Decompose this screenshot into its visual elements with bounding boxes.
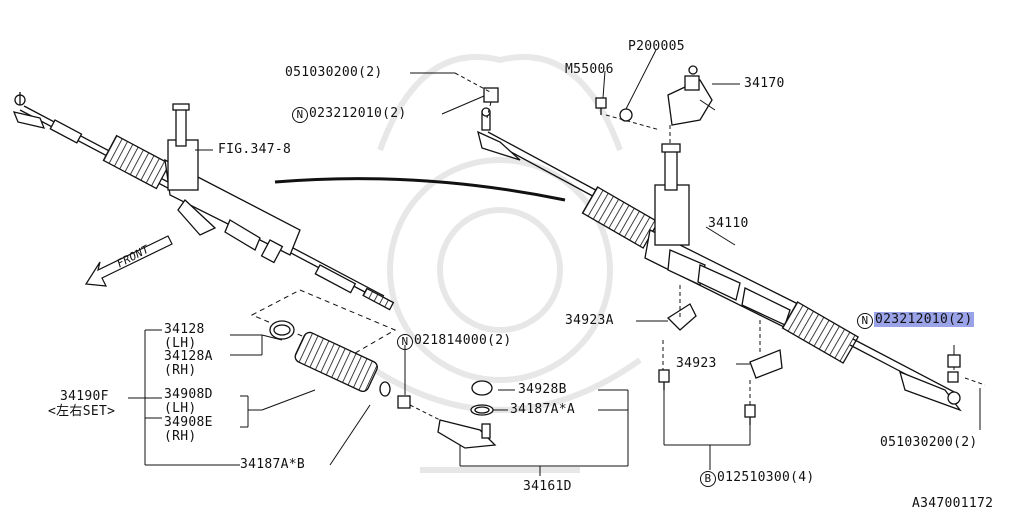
label-ring-b: 34187A*B [240,457,306,472]
circle-n-badge: N [292,107,308,123]
loose-parts [269,320,961,449]
left-rack-assembly [12,92,395,311]
label-clamp-lh-side: (LH) [164,336,197,351]
circle-n-badge: N [857,313,873,329]
label-bracket: 34923 [676,356,717,371]
label-bracket-a: 34923A [565,313,614,328]
label-clamp-rh: 34128A [164,349,213,364]
highlighted-part-number: 023212010(2) [874,312,974,327]
front-arrow-icon [84,235,173,287]
label-fig-ref: FIG.347-8 [218,142,292,157]
label-boot-rh-side: (RH) [164,429,197,444]
label-boot-lh-side: (LH) [164,401,197,416]
figure-id: A347001172 [912,496,994,511]
label-bolt-top-left: 051030200(2) [285,65,383,80]
leader-swoosh [274,177,566,202]
label-boot-set: 34190F [60,389,109,404]
label-cap: 34928B [518,382,567,397]
label-bolt-right: 051030200(2) [880,435,978,450]
circle-b-badge: B [700,471,716,487]
label-tie-rod-end: 34161D [523,479,572,494]
circle-n-badge: N [397,334,413,350]
label-clamp-rh-side: (RH) [164,363,197,378]
label-joint: 34170 [744,76,785,91]
main-rack-assembly [477,65,962,412]
label-boot-rh: 34908E [164,415,213,430]
label-washer-p: P200005 [628,39,685,54]
label-boot-lh: 34908D [164,387,213,402]
label-ring: 34187A*A [510,402,576,417]
label-bolt-m: M55006 [565,62,614,77]
label-clamp-lh: 34128 [164,322,205,337]
label-boot-set-note: <左右SET> [48,404,116,419]
label-gearbox: 34110 [708,216,749,231]
